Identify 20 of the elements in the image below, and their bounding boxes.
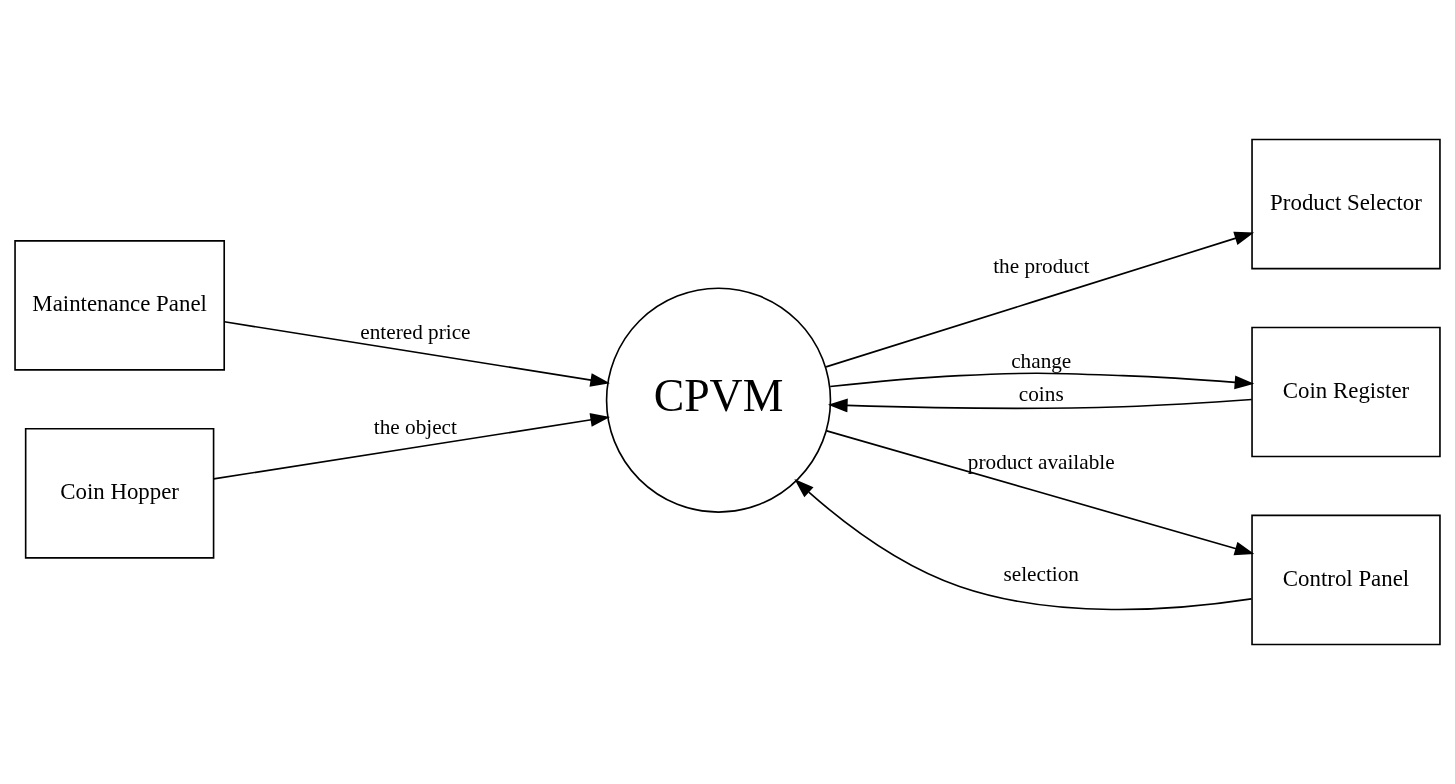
node-circle: CPVM xyxy=(605,287,832,513)
node-box: Maintenance Panel xyxy=(14,240,226,371)
edge-label: entered price xyxy=(360,319,471,344)
arrow xyxy=(825,430,1255,556)
node-box: Coin Hopper xyxy=(24,427,215,559)
arrow xyxy=(828,398,1253,413)
arrow xyxy=(825,231,1255,368)
edge-label: change xyxy=(1011,349,1072,374)
arrow xyxy=(223,321,610,387)
edge-label: the product xyxy=(993,254,1090,279)
edge-label: selection xyxy=(1003,561,1079,586)
node-box: Product Selector xyxy=(1251,138,1441,270)
edge-label: coins xyxy=(1018,381,1064,406)
node-box: Control Panel xyxy=(1251,514,1441,646)
arrow xyxy=(212,413,610,480)
arrow xyxy=(794,479,1253,611)
node-box: Coin Register xyxy=(1251,326,1441,458)
arrow xyxy=(829,372,1255,390)
edge-label: the object xyxy=(373,414,457,439)
edge-label: product available xyxy=(967,450,1115,475)
